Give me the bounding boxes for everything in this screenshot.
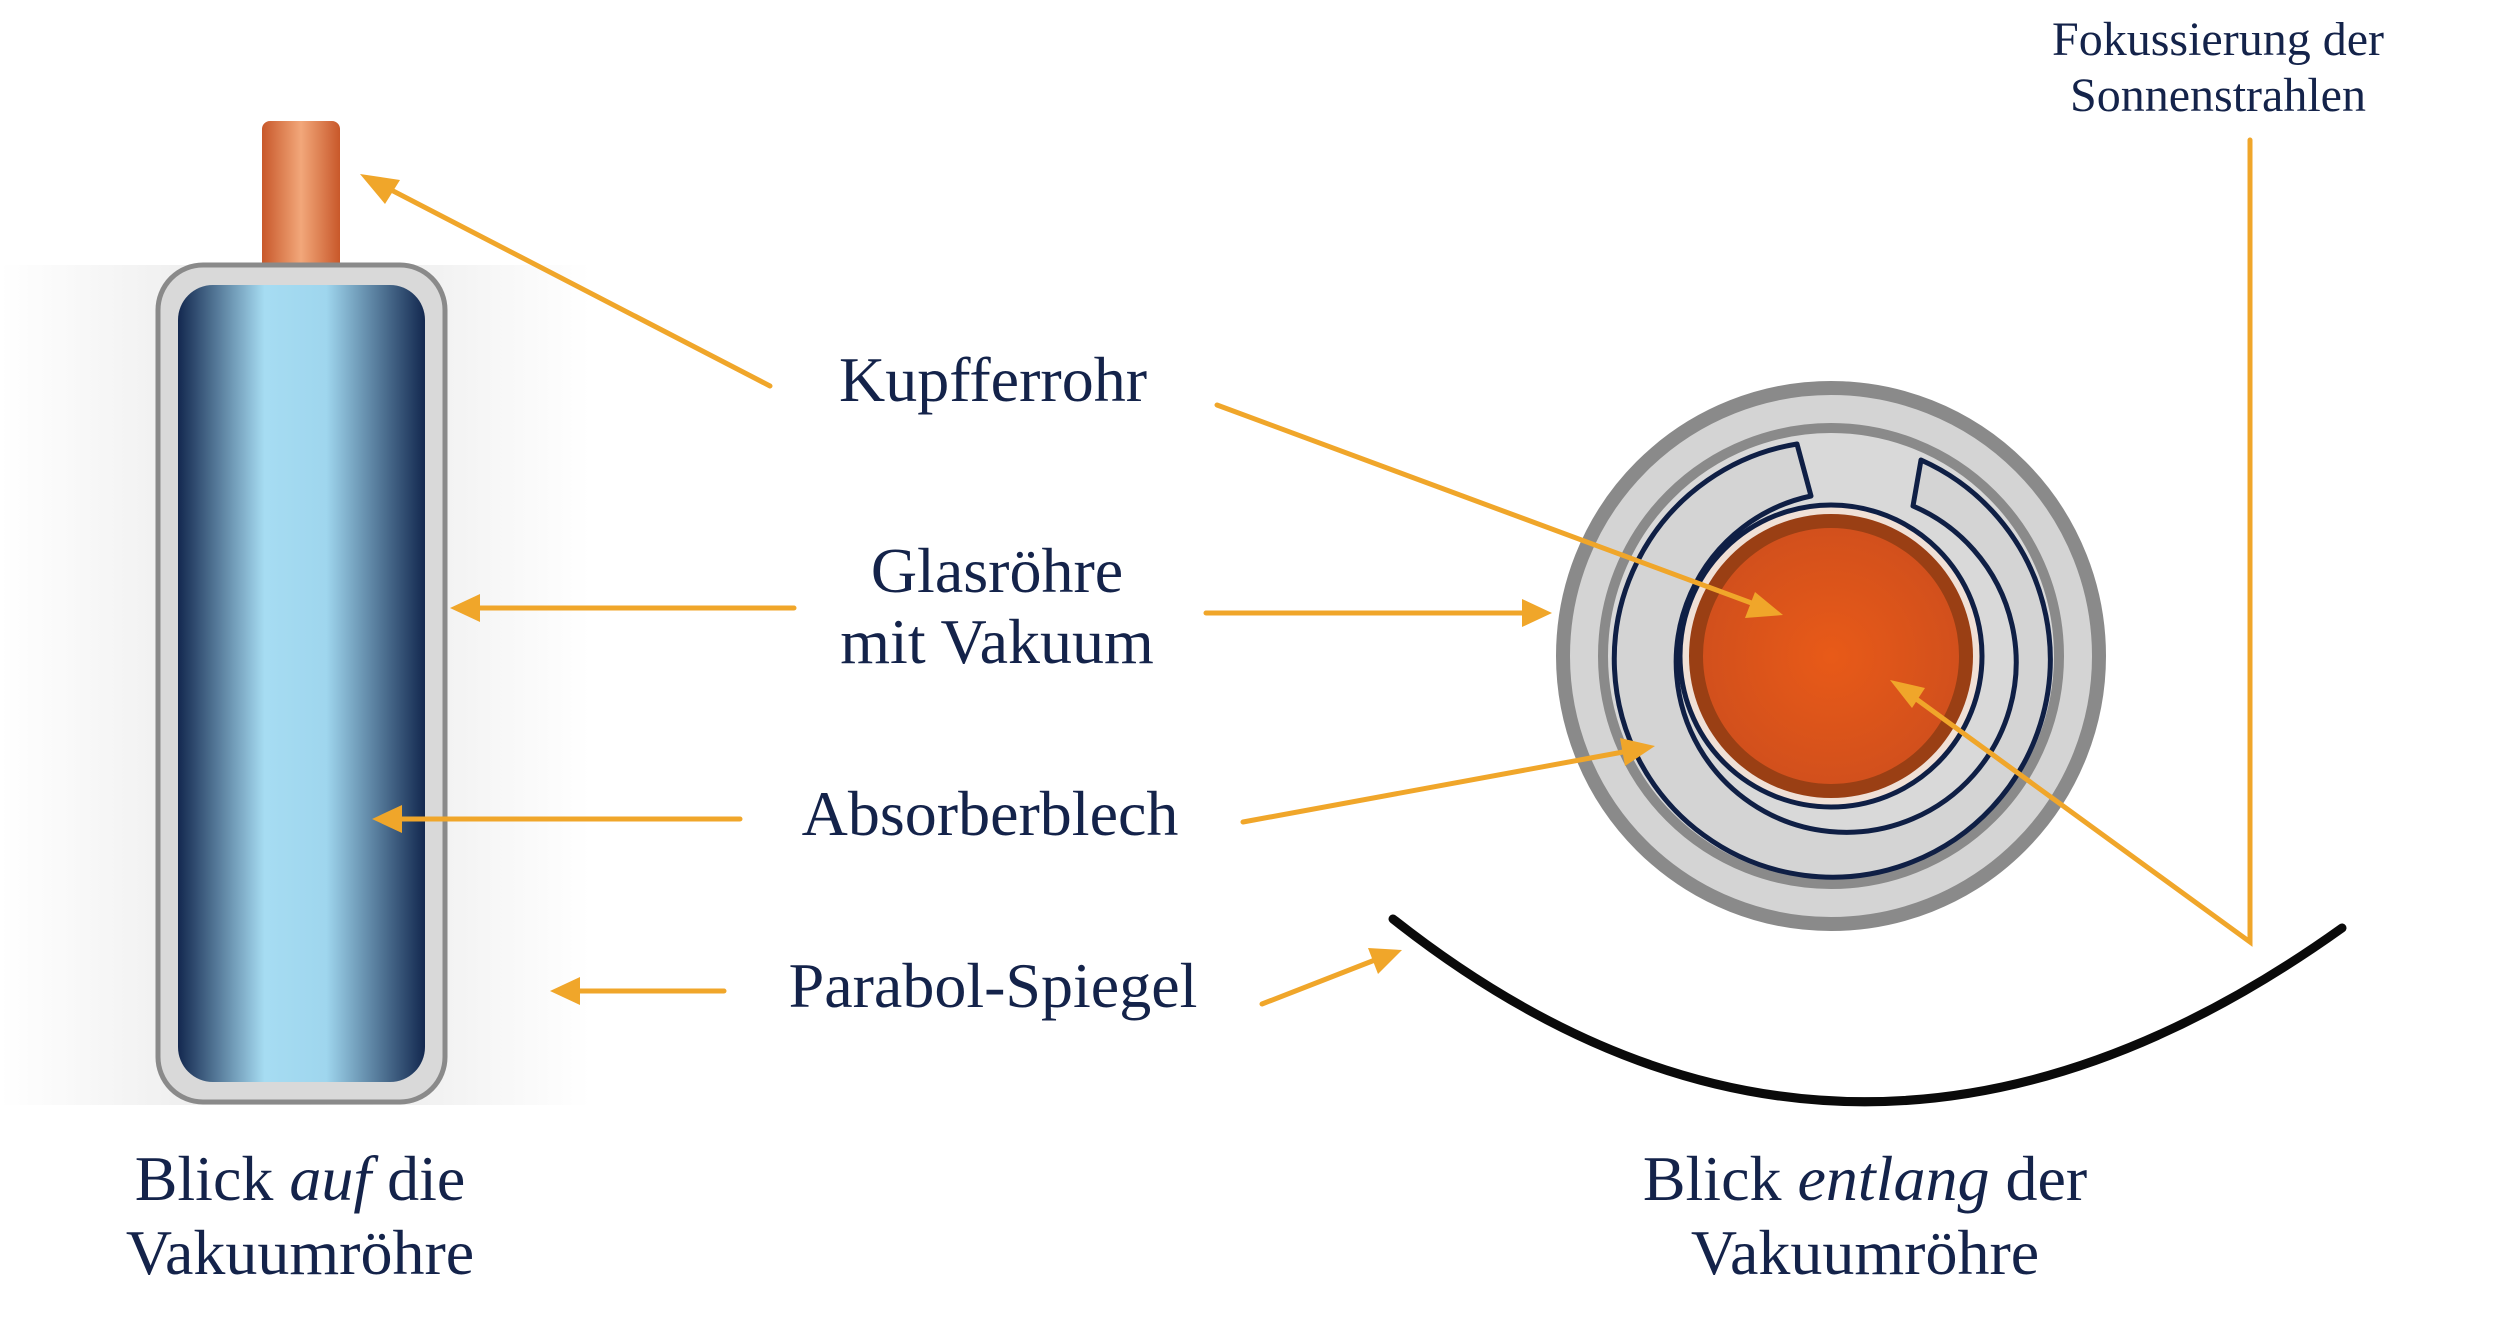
arrow-copper-to-section	[1214, 402, 1768, 611]
arrow-copper-to-section-head	[1745, 592, 1783, 618]
copper-pipe-side	[262, 121, 340, 291]
arrow-absorber-to-side-head	[372, 805, 402, 833]
arrow-copper-to-pipe-head	[360, 174, 400, 204]
arrow-mirror-to-side-head	[550, 977, 580, 1005]
absorber-side	[178, 285, 425, 1082]
label-copper-pipe: Kupfferrohr	[839, 344, 1147, 415]
label-focus-line1: Fokussierung der	[2052, 13, 2384, 66]
arrow-absorber-to-section	[1240, 747, 1637, 825]
parabolic-mirror	[1388, 914, 2347, 1107]
arrow-absorber-to-section-head	[1620, 738, 1655, 766]
caption-left-line1: Blick auf die	[135, 1143, 466, 1214]
arrow-mirror-to-section	[1259, 955, 1383, 1007]
focus-ray-head	[1890, 680, 1925, 708]
label-mirror: Parabol-Spiegel	[789, 950, 1198, 1021]
arrow-glass-to-side-head	[450, 594, 480, 622]
arrow-copper-to-pipe	[369, 177, 773, 389]
absorber-sheet-section	[1611, 441, 2053, 880]
label-absorber: Absorberblech	[802, 778, 1179, 849]
arrow-mirror-to-section-head	[1368, 948, 1402, 974]
side-view-tube	[0, 121, 590, 1105]
arrow-glass-to-section-head	[1522, 599, 1552, 627]
cross-section-view	[1388, 381, 2347, 1107]
caption-right-line1: Blick entlang der	[1643, 1143, 2087, 1214]
copper-pipe-core	[1703, 528, 1959, 784]
caption-left-line2: Vakuumröhre	[126, 1217, 474, 1288]
pointer-arrows	[360, 137, 2253, 1007]
caption-right-line2: Vakuumröhre	[1691, 1217, 2039, 1288]
label-glass-tube-line1: Glasröhre	[871, 535, 1123, 606]
label-focus-line2: Sonnenstrahlen	[2070, 69, 2366, 122]
focus-ray-line	[1905, 137, 2253, 947]
label-glass-tube-line2: mit Vakuum	[840, 606, 1154, 677]
